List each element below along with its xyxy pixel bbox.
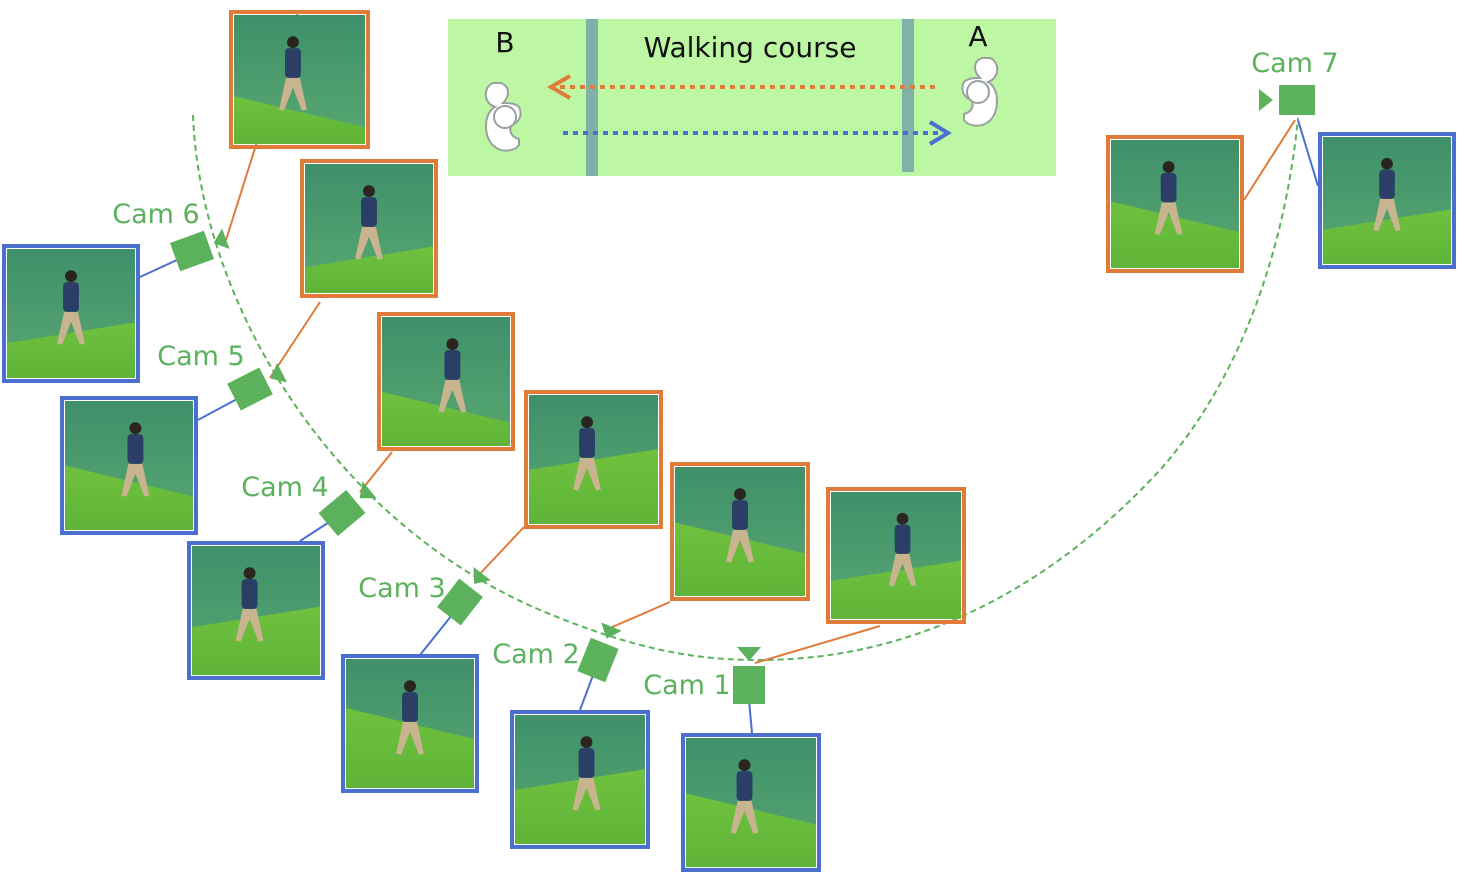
scene-floor [346,708,474,788]
frame-border [377,312,515,451]
camera-icon-cam2 [577,622,622,683]
frame-thumbnail-cam1-b-to-a [681,733,821,872]
scene-floor [234,96,365,144]
walking-person-figure [888,512,917,587]
walking-person-figure [572,736,601,811]
frame-thumbnail-cam5-a-to-b [300,159,438,298]
camera-label-cam6: Cam 6 [112,199,199,230]
frame-thumbnail-cam3-a-to-b [524,390,663,529]
scene-floor [382,391,510,446]
frame-border [187,541,325,680]
arrow-b-to-a-head [928,120,952,146]
frame-thumbnail-cam5-b-to-a [60,396,198,535]
frame-thumbnail-cam6-a-to-b [229,10,370,149]
frame-border [681,733,821,872]
scene-floor [1323,209,1451,264]
camera-label-cam3: Cam 3 [358,573,445,604]
camera-icon-cam7 [1259,85,1315,115]
walking-person-figure [396,680,424,755]
walking-person-figure [730,759,759,834]
camera-icon-cam4 [318,481,377,537]
walking-person-figure [573,416,601,491]
scene-floor [65,465,193,530]
walking-person-figure [1373,157,1401,232]
frame-thumbnails [2,10,1456,872]
frame-border [229,10,370,149]
walking-person-figure [355,185,383,260]
walking-person-figure [438,338,467,413]
person-top-view-icon [484,82,522,152]
frame-border [524,390,663,529]
scene-floor [7,322,135,378]
scene-floor [675,522,805,596]
walking-person-figure [726,488,754,563]
frame-border [2,244,140,383]
scene-floor [305,246,433,293]
scene-floor [192,606,320,675]
frame-border [1318,132,1456,269]
walking-person-figure [1154,161,1183,235]
camera-label-cam2: Cam 2 [492,639,579,670]
frame-border [341,654,479,793]
legend-panel [448,19,1056,176]
scene-floor [1111,201,1239,268]
camera-label-cam7: Cam 7 [1251,48,1338,79]
walking-person-figure [279,36,307,111]
camera-icon-cam1 [733,647,765,704]
walking-person-figure [57,270,85,345]
frame-border [826,487,966,624]
camera-label-cam5: Cam 5 [157,341,244,372]
frame-border [300,159,438,298]
track-line-right [902,19,914,172]
camera-icon-cam5 [227,362,288,411]
scene-floor [529,449,658,524]
scene-floor [831,560,961,619]
track-line-left [586,19,598,176]
frame-thumbnail-cam1-a-to-b [826,487,966,624]
walking-person-figure [121,422,150,497]
frame-thumbnail-cam6-b-to-a [2,244,140,383]
camera-label-cam1: Cam 1 [643,670,730,701]
legend-title: Walking course [644,31,857,64]
frame-thumbnail-cam2-a-to-b [670,462,810,601]
camera-icon-cam6 [169,228,230,272]
frame-border [510,710,650,849]
frame-border [670,462,810,601]
scene-floor [515,769,645,844]
camera-arc [192,114,1299,662]
scene-floor [686,793,816,867]
frame-border [1106,135,1244,273]
frame-thumbnail-cam2-b-to-a [510,710,650,849]
camera-icon-cam3 [437,566,491,626]
legend-label-a: A [968,20,987,53]
person-top-view-icon [961,57,999,127]
frame-thumbnail-cam7-b-to-a [1318,132,1456,269]
frame-thumbnail-cam4-b-to-a [187,541,325,680]
walking-person-figure [235,567,264,642]
legend-label-b: B [495,26,514,59]
frame-thumbnail-cam7-a-to-b [1106,135,1244,273]
walking-course-legend: Walking course B A [448,19,1056,176]
frame-thumbnail-cam4-a-to-b [377,312,515,451]
frame-border [60,396,198,535]
frame-thumbnail-cam3-b-to-a [341,654,479,793]
arrow-a-to-b-head [547,74,572,100]
camera-label-cam4: Cam 4 [241,472,328,503]
